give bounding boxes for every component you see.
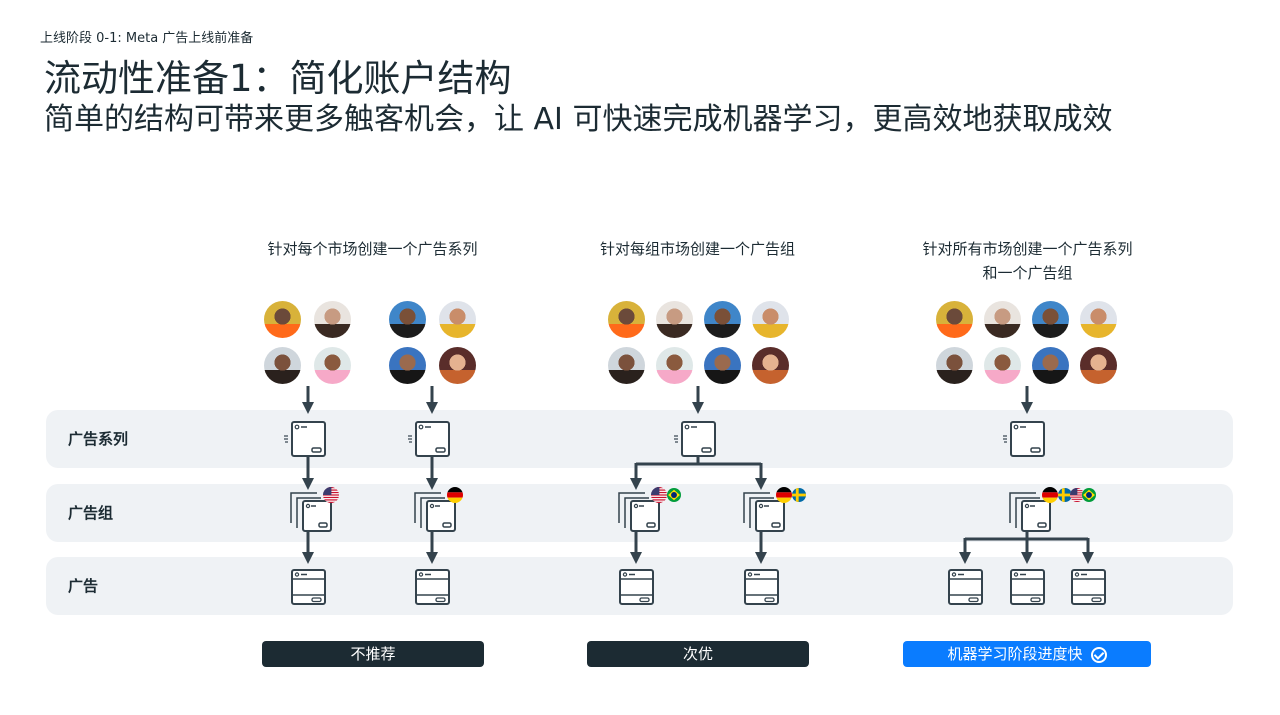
avatar-person-curly-hair [752, 347, 789, 384]
page-title: 流动性准备1：简化账户结构 [44, 57, 512, 100]
badge-suboptimal: 次优 [587, 641, 809, 667]
column-heading-line: 针对每组市场创建一个广告组 [599, 240, 795, 258]
flag-se-icon [1058, 488, 1072, 502]
ad-set-icon [290, 492, 332, 532]
badge-not-recommended: 不推荐 [262, 641, 484, 667]
avatar-person-orange-hat [264, 301, 301, 338]
avatar-person-long-hair [656, 301, 693, 338]
check-circle-icon [1090, 647, 1107, 663]
avatar-person-black-hat [704, 347, 741, 384]
campaign-icon [1003, 421, 1045, 457]
ad-icon [291, 569, 326, 605]
avatar-person-curly-hair [439, 347, 476, 384]
avatar-person-pink-shirt [656, 347, 693, 384]
campaign-icon [408, 421, 450, 457]
avatar-person-black-hat [1032, 347, 1069, 384]
avatar-person-black-hat [389, 347, 426, 384]
badge-label: 不推荐 [350, 645, 396, 663]
column-heading-line-2: 和一个广告组 [982, 264, 1073, 282]
avatar-person-smiling [608, 347, 645, 384]
avatar-person-yellow-scarf [1080, 301, 1117, 338]
avatar-person-bucket-hat [389, 301, 426, 338]
ad-set-icon [1009, 492, 1051, 532]
flag-us-icon [651, 487, 667, 503]
badge-fast-learning: 机器学习阶段进度快 [903, 641, 1151, 667]
flag-de-icon [1042, 487, 1058, 503]
column-heading-single-campaign: 针对所有市场创建一个广告系列 和一个广告组 [885, 237, 1170, 285]
avatar-person-pink-shirt [984, 347, 1021, 384]
avatar-person-orange-hat [608, 301, 645, 338]
ad-icon [1010, 569, 1045, 605]
eyebrow-text: 上线阶段 0-1: Meta 广告上线前准备 [40, 31, 254, 46]
flag-se-icon [792, 488, 806, 502]
flag-br-icon [667, 488, 681, 502]
page-subtitle: 简单的结构可带来更多触客机会，让 AI 可快速完成机器学习，更高效地获取成效 [44, 102, 1113, 137]
row-label-adset: 广告组 [68, 504, 114, 522]
row-label-campaign: 广告系列 [68, 430, 129, 448]
avatar-person-smiling [264, 347, 301, 384]
ad-icon [744, 569, 779, 605]
ad-set-icon [618, 492, 660, 532]
ad-icon [619, 569, 654, 605]
column-heading-line: 针对所有市场创建一个广告系列 [922, 240, 1133, 258]
avatar-person-bucket-hat [704, 301, 741, 338]
avatar-person-long-hair [984, 301, 1021, 338]
flag-de-icon [776, 487, 792, 503]
column-heading-per-market-campaign: 针对每个市场创建一个广告系列 [230, 237, 515, 261]
campaign-icon [674, 421, 716, 457]
avatar-person-yellow-scarf [439, 301, 476, 338]
avatar-person-pink-shirt [314, 347, 351, 384]
flag-br-icon [1082, 488, 1096, 502]
ad-set-icon [743, 492, 785, 532]
avatar-person-long-hair [314, 301, 351, 338]
column-heading-line: 针对每个市场创建一个广告系列 [267, 240, 478, 258]
ad-set-icon [414, 492, 456, 532]
flag-us-icon [1070, 488, 1084, 502]
avatar-person-yellow-scarf [752, 301, 789, 338]
avatar-person-smiling [936, 347, 973, 384]
avatar-person-bucket-hat [1032, 301, 1069, 338]
column-heading-per-group-adset: 针对每组市场创建一个广告组 [555, 237, 840, 261]
row-label-ad: 广告 [68, 577, 99, 595]
avatar-person-orange-hat [936, 301, 973, 338]
flag-de-icon [447, 487, 463, 503]
ad-icon [1071, 569, 1106, 605]
ad-icon [948, 569, 983, 605]
badge-label: 次优 [682, 645, 713, 663]
flag-us-icon [323, 487, 339, 503]
ad-icon [415, 569, 450, 605]
badge-label: 机器学习阶段进度快 [947, 645, 1083, 663]
campaign-icon [284, 421, 326, 457]
avatar-person-curly-hair [1080, 347, 1117, 384]
